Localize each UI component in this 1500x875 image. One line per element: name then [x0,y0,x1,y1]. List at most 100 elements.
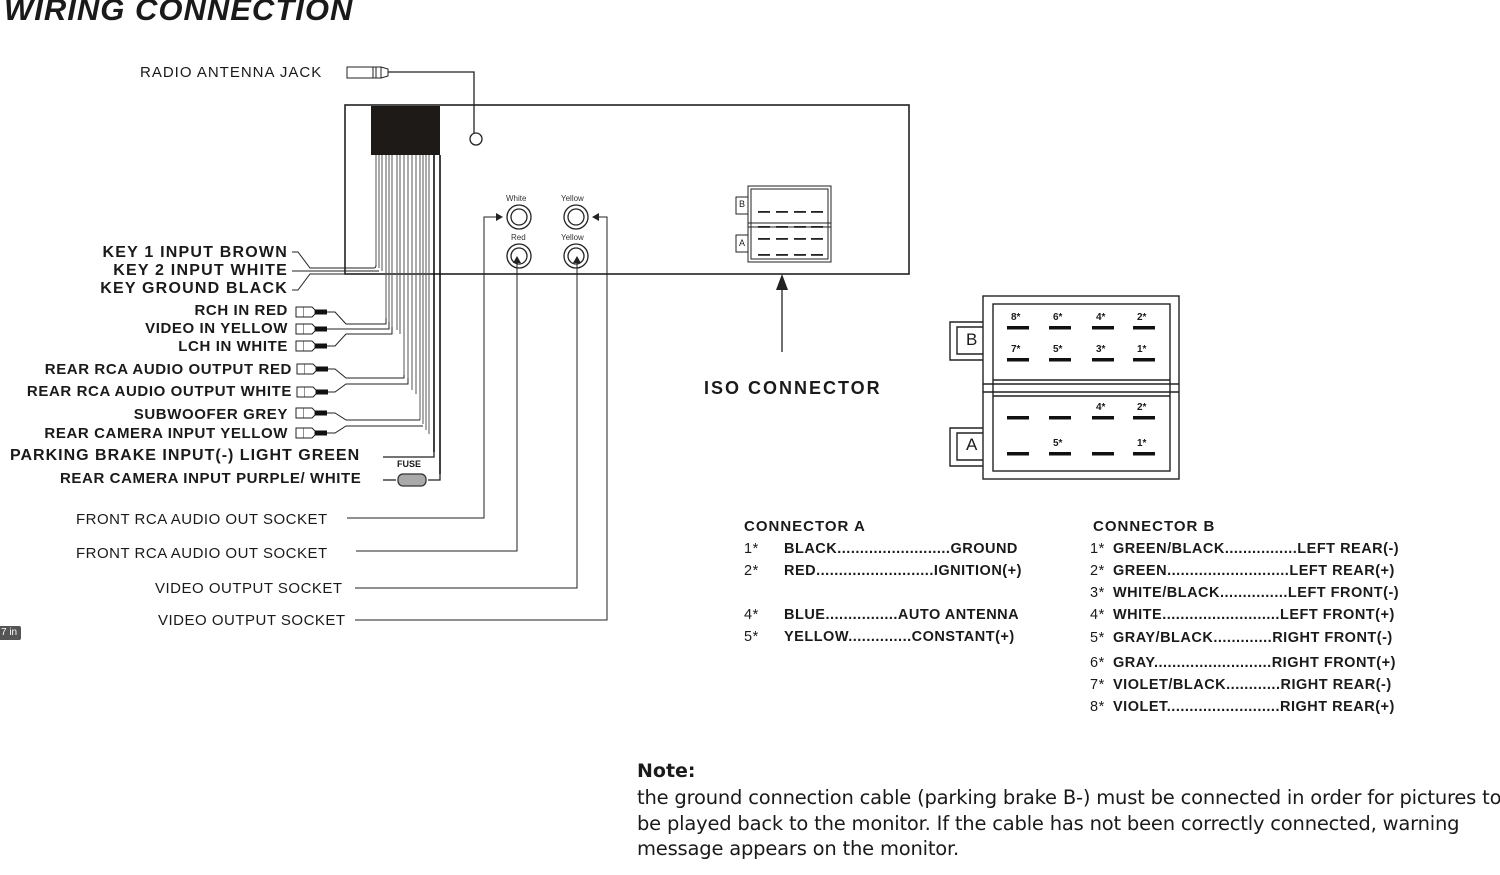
rca-jack-red-icon [506,243,532,269]
iso-connector-small [735,185,832,263]
antenna-jack-label: RADIO ANTENNA JACK [140,64,323,81]
rca-plug-icon [296,386,328,398]
connector-a-row-text: BLACK.........................GROUND [784,541,1018,557]
iso-pin-label: 4* [1096,312,1106,323]
connector-b-pin: 7* [1090,677,1105,693]
iso-small-pin-bar [811,211,823,213]
jack-label-white: White [506,194,527,203]
iso-small-pin-bar [811,226,823,228]
iso-small-pin-bar [811,254,823,256]
connector-b-pin: 4* [1090,607,1105,623]
rca-plug-icon [295,427,327,439]
iso-small-pin-bar [758,226,770,228]
rca-jack-white-icon [506,204,532,230]
connector-b-row-text: WHITE..........................LEFT FRON… [1113,607,1395,623]
connector-b-row-text: GRAY..........................RIGHT FRON… [1113,655,1396,671]
fuse-label: FUSE [397,459,422,469]
iso-small-pin-bar [758,254,770,256]
jack-label-yellow-top: Yellow [561,194,584,203]
iso-small-pin-bar [758,238,770,240]
iso-small-pin-bar [811,238,823,240]
connector-b-row-text: GRAY/BLACK.............RIGHT FRONT(-) [1113,630,1393,646]
connector-a-row-text: BLUE................AUTO ANTENNA [784,607,1020,623]
wire-label-key-ground: KEY GROUND BLACK [100,280,288,297]
connector-a-pin: 2* [744,563,759,579]
iso-pin-label: 1* [1137,344,1147,355]
connector-a-title: CONNECTOR A [744,518,866,535]
socket-label-video-out-1: VIDEO OUTPUT SOCKET [155,580,343,597]
connector-b-row-text: VIOLET.........................RIGHT REA… [1113,699,1395,715]
wire-label-key1: KEY 1 INPUT BROWN [102,244,288,261]
iso-small-pin-bar [776,226,788,228]
fuse-icon [397,473,427,487]
iso-pin-bar [1133,358,1155,362]
iso-small-pin-bar [794,226,806,228]
rca-jack-yellow-top-icon [563,204,589,230]
iso-pin-bar [1133,326,1155,330]
socket-label-front-rca-2: FRONT RCA AUDIO OUT SOCKET [76,545,328,562]
iso-pin-label: 2* [1137,402,1147,413]
connector-b-pin: 3* [1090,585,1105,601]
iso-pin-bar [1133,416,1155,420]
iso-pin-bar [1133,452,1155,456]
iso-small-pin-bar [776,254,788,256]
connector-b-row-text: WHITE/BLACK...............LEFT FRONT(-) [1113,585,1400,601]
wire-label-rear-camera-yellow: REAR CAMERA INPUT YELLOW [44,425,288,442]
iso-pin-bar [1092,452,1114,456]
rca-plug-icon [295,323,327,335]
connector-a-pin: 4* [744,607,759,623]
iso-pin-label: 1* [1137,438,1147,449]
connector-b-pin: 2* [1090,563,1105,579]
connector-a-pin: 5* [744,629,759,645]
connector-b-row-text: GREEN...........................LEFT REA… [1113,563,1395,579]
connector-b-pin: 1* [1090,541,1105,557]
wire-label-key2: KEY 2 INPUT WHITE [113,262,288,279]
iso-pin-bar [1049,326,1071,330]
wire-label-video-in: VIDEO IN YELLOW [145,320,288,337]
iso-small-letter-a: A [739,238,746,248]
iso-pin-label: 6* [1053,312,1063,323]
wire-label-rch-in: RCH IN RED [194,302,288,319]
iso-connector-large [949,295,1180,480]
iso-pin-bar [1007,358,1029,362]
iso-pin-label: 8* [1011,312,1021,323]
connector-b-pin: 5* [1090,630,1105,646]
key-wires [292,251,382,291]
connector-a-row-text: YELLOW..............CONSTANT(+) [784,629,1015,645]
connector-b-row-text: VIOLET/BLACK............RIGHT REAR(-) [1113,677,1392,693]
iso-small-pin-bar [776,238,788,240]
iso-pin-bar [1007,416,1029,420]
rca-plug-icon [295,340,327,352]
connector-b-pin: 6* [1090,655,1105,671]
rca-leads [327,311,423,434]
iso-small-letter-b: B [739,199,746,209]
iso-pin-bar [1049,452,1071,456]
iso-small-pin-bar [794,211,806,213]
connector-a-row-text: RED..........................IGNITION(+) [784,563,1022,579]
jack-label-red: Red [511,233,526,242]
wire-label-subwoofer: SUBWOOFER GREY [133,406,288,423]
harness-connector-block [371,106,440,155]
connector-a-pin: 1* [744,541,759,557]
connector-b-title: CONNECTOR B [1093,518,1216,535]
iso-pin-bar [1007,326,1029,330]
rca-plug-icon [295,407,327,419]
iso-small-pin-bar [776,211,788,213]
iso-pin-label: 5* [1053,344,1063,355]
iso-connector-label: ISO CONNECTOR [704,378,882,398]
iso-pin-bar [1049,416,1071,420]
iso-pin-label: 2* [1137,312,1147,323]
rca-plug-icon [295,306,327,318]
iso-pin-bar [1007,452,1029,456]
iso-pin-bar [1092,326,1114,330]
rca-plug-icon [296,363,328,375]
iso-letter-b: B [966,330,978,349]
iso-letter-a: A [966,435,978,454]
wire-label-parking-brake: PARKING BRAKE INPUT(-) LIGHT GREEN [10,447,361,464]
note-title: Note: [637,760,696,782]
iso-pin-bar [1092,416,1114,420]
connector-b-row-text: GREEN/BLACK................LEFT REAR(-) [1113,541,1400,557]
socket-leaders [347,216,608,621]
wire-label-rear-camera-purple: REAR CAMERA INPUT PURPLE/ WHITE [60,470,362,487]
